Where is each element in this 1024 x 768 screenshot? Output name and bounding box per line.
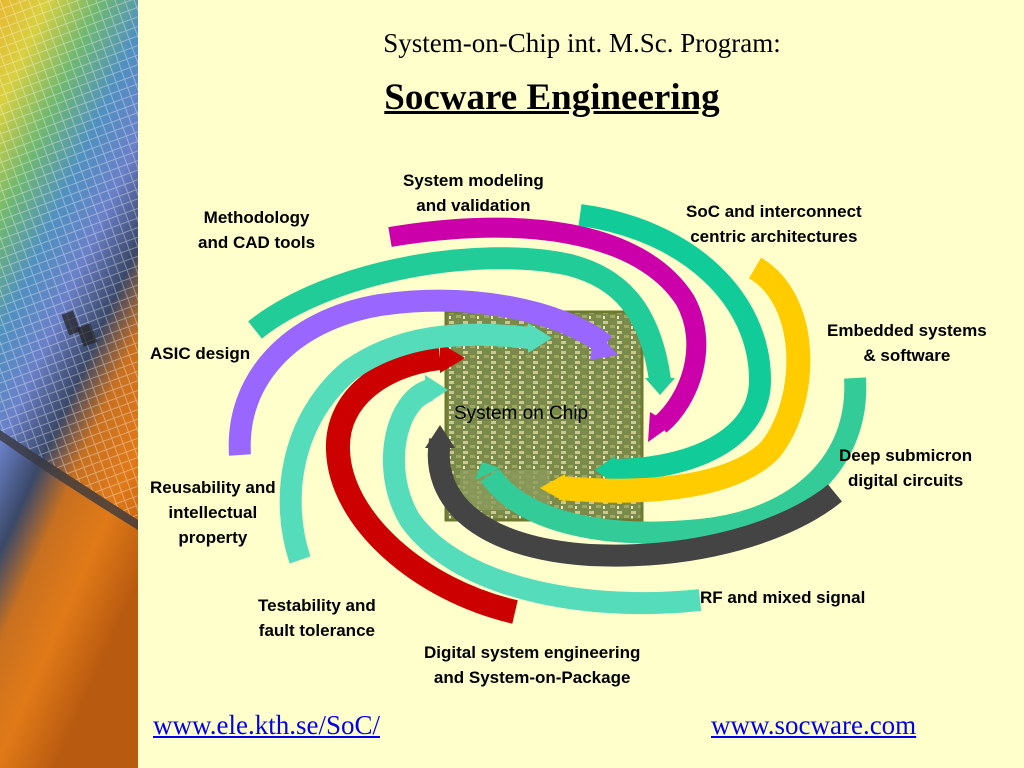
- arrow-head-methodology: [645, 378, 675, 395]
- topic-methodology-line1: Methodology: [203, 208, 310, 227]
- arrow-head-asic: [590, 330, 618, 360]
- arrow-head-soc: [595, 456, 615, 484]
- socware-link[interactable]: www.socware.com: [711, 710, 917, 740]
- topic-testability-line1: Testability and: [258, 596, 376, 615]
- arc-system-modeling: [388, 217, 707, 433]
- arc-reusability: [279, 323, 532, 564]
- arc-methodology: [248, 247, 671, 382]
- arc-asic: [228, 289, 612, 456]
- topic-rf-mixed-signal: RF and mixed signal: [700, 585, 865, 610]
- arc-rf: [427, 438, 842, 567]
- arrow-head-reusability: [528, 323, 552, 353]
- topic-asic-line1: ASIC design: [150, 344, 251, 363]
- topic-embedded-line1: Embedded systems: [827, 321, 987, 340]
- arrow-head-system-modeling: [648, 412, 672, 442]
- kth-soc-link[interactable]: www.ele.kth.se/SoC/: [153, 710, 380, 740]
- arc-digital: [382, 379, 702, 615]
- topic-digital-system: Digital system engineering and System-on…: [424, 640, 640, 690]
- topic-reusability-line3: property: [178, 528, 248, 547]
- topic-embedded-line2: & software: [863, 346, 951, 365]
- topic-asic-design: ASIC design: [150, 341, 250, 366]
- topic-system-modeling-line2: and validation: [416, 196, 531, 215]
- topic-soc-line1: SoC and interconnect: [686, 202, 862, 221]
- program-subtitle: System-on-Chip int. M.Sc. Program:: [383, 28, 781, 58]
- topic-methodology: Methodology and CAD tools: [198, 205, 315, 255]
- topic-embedded-systems: Embedded systems & software: [827, 318, 987, 368]
- spiral-diagram: [138, 150, 1024, 705]
- topic-deep-line2: digital circuits: [847, 471, 964, 490]
- topic-digital-line1: Digital system engineering: [424, 643, 641, 662]
- topic-reusability: Reusability and intellectual property: [150, 475, 276, 550]
- topic-deep-submicron: Deep submicron digital circuits: [839, 443, 972, 493]
- arc-soc: [578, 204, 772, 481]
- arrow-head-deep: [475, 462, 500, 480]
- arrow-head-digital: [425, 375, 448, 405]
- wafer-photo: [0, 0, 138, 768]
- topic-methodology-line2: and CAD tools: [198, 233, 316, 252]
- topic-reusability-line1: Reusability and: [150, 478, 276, 497]
- arrow-head-rf: [425, 425, 455, 448]
- arc-testability: [325, 346, 518, 624]
- arc-embedded: [558, 257, 811, 503]
- topic-deep-line1: Deep submicron: [839, 446, 973, 465]
- arc-deep-submicron: [480, 377, 867, 544]
- chip-label: System on Chip: [454, 403, 589, 424]
- topic-testability: Testability and fault tolerance: [258, 593, 376, 643]
- arrow-head-embedded: [540, 474, 565, 502]
- topic-digital-line2: and System-on-Package: [433, 668, 631, 687]
- topic-soc-interconnect: SoC and interconnect centric architectur…: [686, 199, 862, 249]
- topic-reusability-line2: intellectual: [168, 503, 258, 522]
- arrow-head-testability: [440, 343, 465, 373]
- topic-system-modeling-line1: System modeling: [403, 171, 544, 190]
- topic-rf-line1: RF and mixed signal: [700, 588, 866, 607]
- page-title: Socware Engineering: [384, 77, 720, 118]
- topic-system-modeling: System modeling and validation: [403, 168, 544, 218]
- topic-testability-line2: fault tolerance: [258, 621, 375, 640]
- topic-soc-line2: centric architectures: [690, 227, 858, 246]
